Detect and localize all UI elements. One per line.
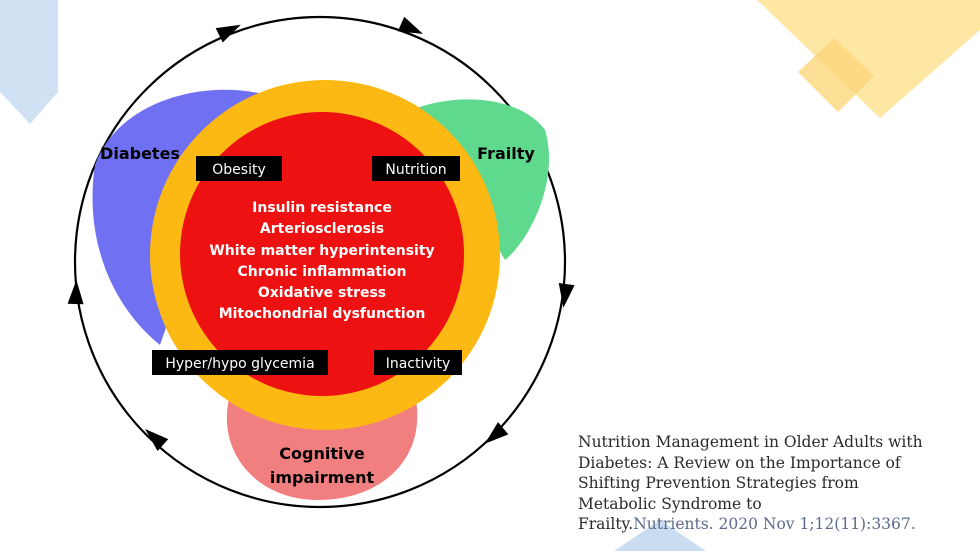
citation-line-5: Frailty.Nutrients. 2020 Nov 1;12(11):336…: [578, 514, 978, 535]
obesity-label: Obesity: [212, 162, 265, 178]
citation-line-4: Metabolic Syndrome to: [578, 494, 762, 513]
glycemia-box: Hyper/hypo glycemia: [152, 350, 328, 375]
decor-yellow-top-right: [757, 0, 980, 118]
mechanism-2: Arteriosclerosis: [260, 221, 384, 237]
glycemia-label: Hyper/hypo glycemia: [165, 356, 314, 372]
mechanism-core: [180, 112, 464, 396]
mechanism-3: White matter hyperintensity: [209, 243, 434, 259]
nutrition-label: Nutrition: [385, 162, 446, 178]
outer-cycle-circle: [73, 15, 567, 509]
cycle-arrow-2: [397, 16, 423, 34]
mechanism-4: Chronic inflammation: [238, 264, 407, 280]
cycle-arrow-6: [67, 280, 84, 305]
citation-line-2: Diabetes: A Review on the Importance of: [578, 453, 901, 472]
cognitive-label-line1: Cognitive: [279, 444, 365, 463]
citation-title-end: Frailty.: [578, 515, 634, 533]
mechanism-1: Insulin resistance: [252, 200, 392, 216]
cycle-arrow-5: [145, 428, 169, 451]
decor-blue-bottom: [614, 520, 706, 551]
inactivity-label: Inactivity: [386, 356, 451, 372]
cognitive-label-line2: impairment: [270, 468, 375, 487]
citation-journal: Nutrients. 2020 Nov 1;12(11):3367.: [633, 515, 916, 533]
cycle-arrow-3: [558, 283, 575, 308]
cycle-arrow-1: [215, 24, 241, 43]
decor-yellow-diamond: [798, 38, 874, 112]
frailty-label: Frailty: [477, 144, 535, 163]
citation: Nutrition Management in Older Adults wit…: [578, 432, 978, 535]
cycle-arrow-4: [484, 422, 509, 444]
inactivity-box: Inactivity: [374, 350, 462, 375]
obesity-box: Obesity: [196, 156, 282, 181]
citation-line-1: Nutrition Management in Older Adults wit…: [578, 433, 923, 451]
diabetes-label: Diabetes: [100, 144, 180, 163]
mechanism-6: Mitochondrial dysfunction: [219, 306, 426, 322]
mechanism-5: Oxidative stress: [258, 285, 386, 301]
citation-line-3: Shifting Prevention Strategies from: [578, 474, 859, 492]
nutrition-box: Nutrition: [372, 156, 460, 181]
decor-blue-top-left: [0, 0, 58, 124]
